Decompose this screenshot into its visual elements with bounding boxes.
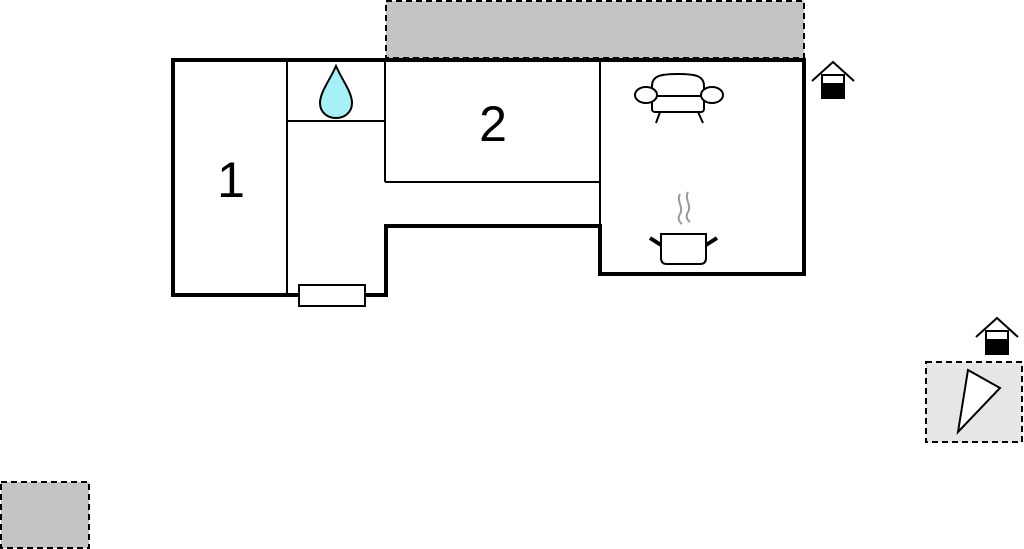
terrace-icon <box>956 368 1002 436</box>
cooking-pot-icon <box>648 191 719 265</box>
sofa-icon <box>634 72 724 124</box>
window-icon <box>298 284 366 307</box>
outer-walls <box>171 58 806 297</box>
house-entrance-icon <box>811 60 855 99</box>
water-drop-icon <box>318 63 354 120</box>
house-entrance-icon-2 <box>975 316 1019 355</box>
parking-area <box>0 481 90 549</box>
room-label-2: 2 <box>479 96 507 152</box>
room-label-1: 1 <box>217 152 245 208</box>
terrace-area <box>385 0 805 59</box>
